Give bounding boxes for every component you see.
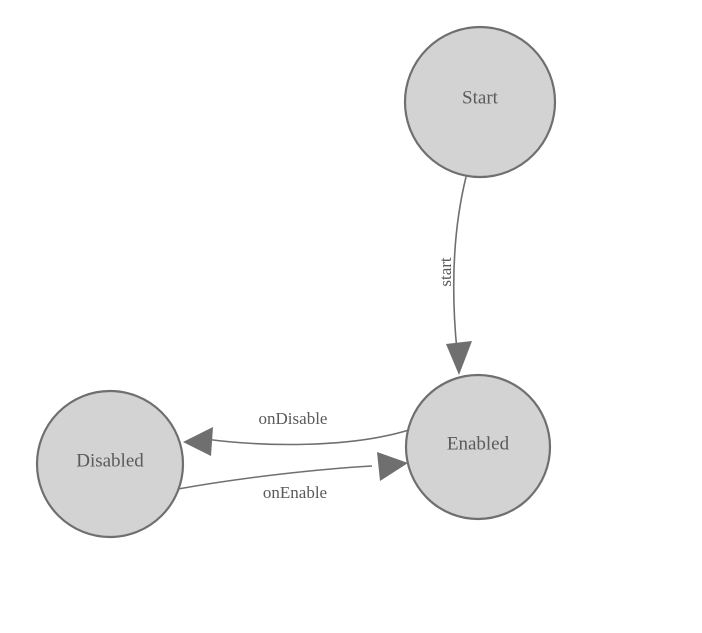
edge-start-to-enabled[interactable]: start <box>436 176 472 375</box>
edge-enabled-to-disabled[interactable]: onDisable <box>183 409 410 456</box>
state-node-disabled-label: Disabled <box>76 450 144 471</box>
edge-disabled-to-enabled[interactable]: onEnable <box>177 452 408 502</box>
edge-line-start-to-enabled <box>452 176 467 352</box>
arrowhead-into-enabled-left <box>377 452 408 481</box>
edge-line-enabled-to-disabled <box>204 429 410 446</box>
state-node-start[interactable]: Start <box>403 25 557 179</box>
state-node-disabled-circle <box>35 389 185 539</box>
edge-label-onenable: onEnable <box>263 483 327 502</box>
state-node-enabled-label: Enabled <box>447 433 510 454</box>
state-node-disabled[interactable]: Disabled <box>35 389 185 539</box>
state-node-start-circle <box>403 25 557 179</box>
state-node-start-label: Start <box>462 87 499 108</box>
edge-label-ondisable: onDisable <box>259 409 328 428</box>
state-node-enabled[interactable]: Enabled <box>404 373 552 521</box>
state-node-enabled-circle <box>404 373 552 521</box>
arrowhead-into-disabled <box>183 427 213 456</box>
edge-label-start: start <box>436 257 455 287</box>
edge-line-disabled-to-enabled <box>177 465 373 490</box>
arrowhead-into-enabled-top <box>446 341 472 375</box>
